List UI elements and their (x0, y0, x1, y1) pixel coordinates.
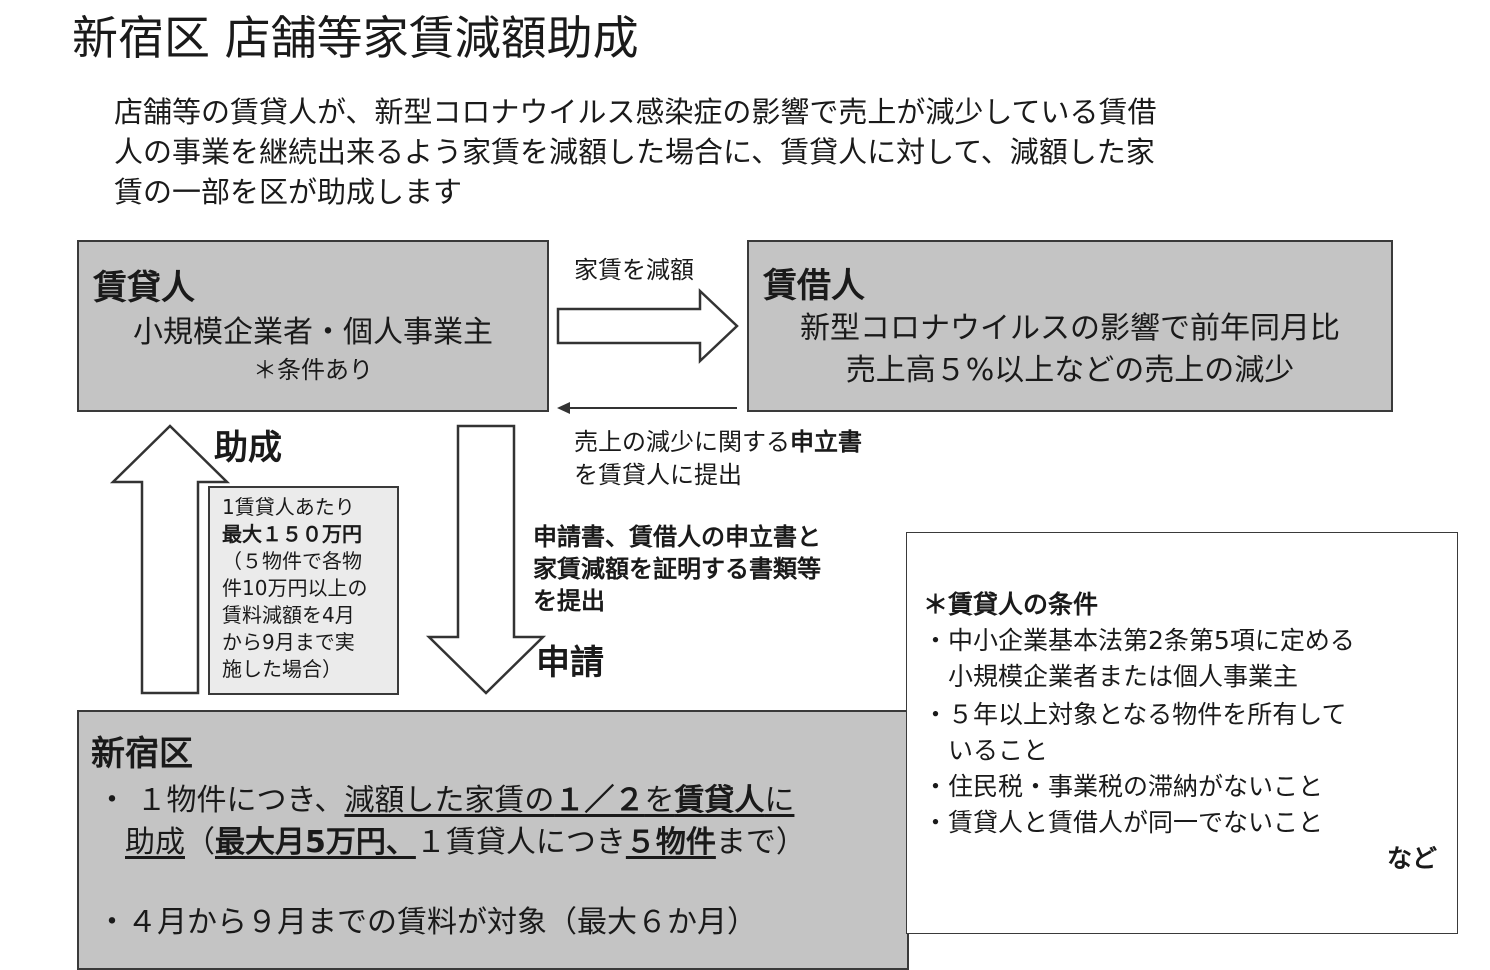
lessee-criteria-line-2: 売上高５%以上などの売上の減少 (845, 353, 1295, 388)
subsidy-note-line-5: 賃料減額を4月 (222, 603, 355, 627)
ward-b2-properties: ５物件 (625, 825, 716, 860)
lessor-conditions-note: ＊条件あり (253, 356, 373, 384)
conditions-footer: など (1386, 844, 1437, 873)
application-docs-line-1: 申請書、賃借人の申立書と (533, 523, 821, 551)
ward-bullet-2: ・４月から９月までの賃料が対象（最大６か月） (97, 905, 757, 940)
subsidy-note-line-6: から9月まで実 (222, 630, 355, 654)
ward-box: 新宿区 ・ １物件につき、減額した家賃の１／２を賃貸人に 助成（最大月5万円、１… (77, 710, 909, 970)
lessee-title: 賃借人 (763, 266, 865, 306)
ward-b2-max-monthly: 最大月5万円、 (215, 825, 416, 860)
diagram-arrows (109, 288, 739, 695)
conditions-item-1: ・中小企業基本法第2条第5項に定める (923, 626, 1355, 655)
subsidy-note-line-2: 最大１５０万円 (222, 522, 362, 546)
subsidy-note-line-1: 1賃貸人あたり (222, 495, 355, 519)
ward-b1-fraction: １／２ (554, 783, 645, 818)
application-docs-line-3: を提出 (533, 587, 605, 615)
intro-line-1: 店舗等の賃貸人が、新型コロナウイルス感染症の影響で売上が減少している賃借 (114, 95, 1157, 129)
page-title: 新宿区 店舗等家賃減額助成 (72, 11, 639, 65)
conditions-item-2-cont: いること (923, 736, 1049, 765)
rent-reduction-label: 家賃を減額 (574, 256, 694, 284)
ward-b2-text-d: １賃貸人につき (415, 825, 626, 860)
arrow-down-application (425, 424, 547, 695)
application-docs-line-2: 家賃減額を証明する書類等 (533, 555, 821, 583)
application-label: 申請 (536, 643, 604, 683)
ward-b1-text-b: 減額した家賃の (344, 783, 555, 818)
ward-title: 新宿区 (91, 734, 193, 774)
conditions-item-4: ・賃貸人と賃借人が同一でないこと (923, 808, 1324, 837)
ward-b1-lessor: 賃貸人 (674, 783, 765, 818)
subsidy-label: 助成 (214, 428, 282, 468)
lessee-criteria-line-1: 新型コロナウイルスの影響で前年同月比 (800, 311, 1340, 346)
lessee-box: 賃借人 新型コロナウイルスの影響で前年同月比 売上高５%以上などの売上の減少 (747, 240, 1393, 412)
intro-line-3: 賃の一部を区が助成します (114, 175, 463, 209)
statement-label-bold: 申立書 (790, 428, 862, 456)
conditions-box: ＊賃貸人の条件 ・中小企業基本法第2条第5項に定める 小規模企業者または個人事業… (906, 532, 1458, 934)
ward-b2-paren: （ (185, 825, 215, 860)
statement-label-line-1: 売上の減少に関する申立書 (574, 426, 862, 458)
intro-line-2: 人の事業を継続出来るよう家賃を減額した場合に、賃貸人に対して、減額した家 (114, 135, 1155, 169)
subsidy-note-line-4: 件10万円以上の (222, 576, 368, 600)
ward-b1-text-a: ・ １物件につき、 (97, 783, 345, 818)
ward-b1-text-d: を (644, 783, 675, 818)
conditions-title: ＊賃貸人の条件 (923, 590, 1099, 619)
conditions-item-3: ・住民税・事業税の滞納がないこと (923, 772, 1324, 801)
ward-bullet-1-line-1: ・ １物件につき、減額した家賃の１／２を賃貸人に (97, 780, 794, 822)
conditions-item-1-cont: 小規模企業者または個人事業主 (923, 662, 1299, 691)
statement-label-text: 売上の減少に関する (574, 428, 790, 456)
ward-bullet-1-line-2: 助成（最大月5万円、１賃貸人につき５物件まで） (125, 822, 806, 864)
ward-b2-text-f: まで） (715, 825, 806, 860)
ward-b1-text-f: に (764, 783, 795, 818)
statement-label-line-2: を賃貸人に提出 (574, 461, 742, 489)
lessor-type: 小規模企業者・個人事業主 (133, 315, 493, 350)
subsidy-note-box: 1賃貸人あたり 最大１５０万円 （５物件で各物 件10万円以上の 賃料減額を4月… (208, 486, 399, 695)
ward-b2-subsidy: 助成 (125, 825, 185, 860)
subsidy-note-line-7: 施した場合） (222, 657, 342, 681)
arrow-left-statement-head (557, 402, 570, 414)
subsidy-note-line-3: （５物件で各物 (222, 549, 362, 573)
arrow-up-subsidy (109, 424, 231, 695)
conditions-item-2: ・５年以上対象となる物件を所有して (923, 700, 1347, 729)
lessor-title: 賃貸人 (93, 268, 195, 308)
arrow-right-rent-reduction (556, 288, 739, 364)
lessor-box: 賃貸人 小規模企業者・個人事業主 ＊条件あり (77, 240, 549, 412)
